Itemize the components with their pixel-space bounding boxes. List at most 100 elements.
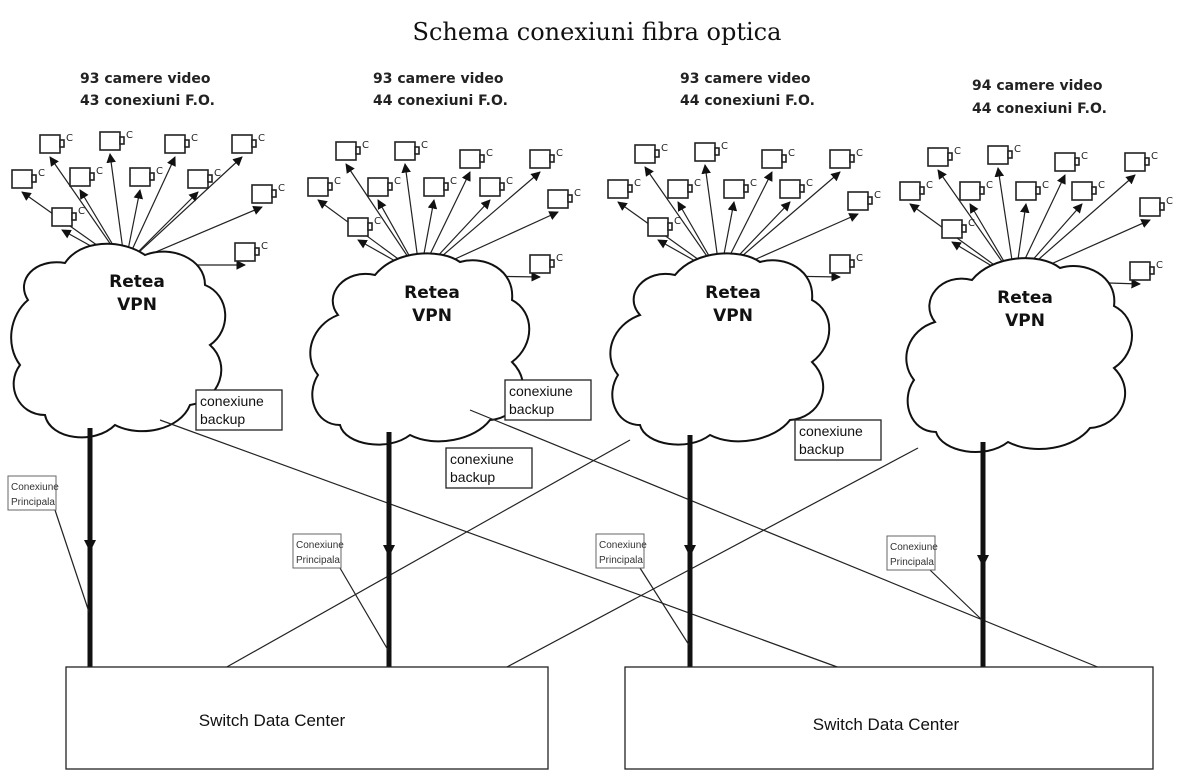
camera-letter: C xyxy=(261,241,268,252)
cloud-label-line2: VPN xyxy=(1005,311,1045,331)
camera-letter: C xyxy=(506,176,513,187)
camera-letter: C xyxy=(721,141,728,152)
group-1-header: 93 camere video 43 conexiuni F.O. xyxy=(80,71,215,109)
backup-link-3 xyxy=(224,439,631,669)
main-link-arrow-icon xyxy=(684,545,696,557)
group-4-header: 94 camere video 44 conexiuni F.O. xyxy=(972,78,1107,117)
svg-text:Conexiune: Conexiune xyxy=(11,482,59,493)
cloud-icon xyxy=(10,242,227,439)
video-camera-icon: C xyxy=(234,241,268,262)
video-camera-icon: C xyxy=(1054,151,1088,172)
principal-leader-4 xyxy=(929,569,983,621)
cloud-icon xyxy=(905,257,1133,454)
camera-letter: C xyxy=(574,188,581,199)
video-camera-icon: C xyxy=(829,253,863,274)
cloud-label-line2: VPN xyxy=(412,306,452,326)
camera-letter: C xyxy=(362,140,369,151)
video-camera-icon: C xyxy=(251,183,285,204)
cloud-label-line1: Retea xyxy=(404,283,460,303)
switch-data-center-right: Switch Data Center xyxy=(624,666,1154,770)
camera-letter: C xyxy=(634,178,641,189)
camera-link-1-3 xyxy=(124,156,176,266)
main-link-arrow-icon xyxy=(84,540,96,552)
camera-letter: C xyxy=(66,133,73,144)
backup-label-3: conexiune backup xyxy=(445,447,533,489)
video-camera-icon: C xyxy=(1139,196,1173,217)
camera-letter: C xyxy=(394,176,401,187)
video-camera-icon: C xyxy=(634,143,668,164)
video-camera-icon: C xyxy=(347,216,381,237)
camera-link-1-4 xyxy=(124,156,243,266)
svg-text:backup: backup xyxy=(200,411,245,427)
svg-text:Conexiune: Conexiune xyxy=(599,540,647,551)
camera-letter: C xyxy=(556,148,563,159)
svg-text:conexiune: conexiune xyxy=(200,393,264,409)
camera-letter: C xyxy=(1151,151,1158,162)
video-camera-icon: C xyxy=(99,130,133,151)
principal-label-2: Conexiune Principala xyxy=(292,533,344,569)
video-camera-icon: C xyxy=(39,133,73,154)
camera-letter: C xyxy=(674,216,681,227)
video-camera-icon: C xyxy=(459,148,493,169)
group-2-header: 93 camere video 44 conexiuni F.O. xyxy=(373,71,508,109)
camera-letter: C xyxy=(78,206,85,217)
camera-letter: C xyxy=(750,178,757,189)
video-camera-icon: C xyxy=(164,133,198,154)
video-camera-icon: C xyxy=(959,180,993,201)
camera-letter: C xyxy=(968,218,975,229)
video-camera-icon: C xyxy=(927,146,961,167)
cloud-label-line1: Retea xyxy=(109,272,165,292)
backup-label-1: conexiune backup xyxy=(195,389,283,431)
video-camera-icon: C xyxy=(647,216,681,237)
cloud-label-line1: Retea xyxy=(997,288,1053,308)
video-camera-icon: C xyxy=(335,140,369,161)
video-camera-icon: C xyxy=(479,176,513,197)
camera-letter: C xyxy=(556,253,563,264)
camera-letter: C xyxy=(1098,180,1105,191)
video-camera-icon: C xyxy=(367,176,401,197)
main-link-arrow-icon xyxy=(383,545,395,557)
camera-letter: C xyxy=(986,180,993,191)
camera-letter: C xyxy=(874,190,881,201)
video-camera-icon: C xyxy=(987,144,1021,165)
video-camera-icon: C xyxy=(187,168,221,189)
video-camera-icon: C xyxy=(829,148,863,169)
svg-text:Principala: Principala xyxy=(11,497,55,508)
camera-count: 93 camere video xyxy=(80,71,211,87)
camera-letter: C xyxy=(1081,151,1088,162)
group-3-header: 93 camere video 44 conexiuni F.O. xyxy=(680,71,815,109)
video-camera-icon: C xyxy=(129,166,163,187)
video-camera-icon: C xyxy=(1071,180,1105,201)
video-camera-icon: C xyxy=(529,148,563,169)
camera-letter: C xyxy=(38,168,45,179)
diagram-title: Schema conexiuni fibra optica xyxy=(413,18,782,46)
video-camera-icon: C xyxy=(11,168,45,189)
camera-letter: C xyxy=(954,146,961,157)
camera-count: 93 camere video xyxy=(680,71,811,87)
camera-letter: C xyxy=(806,178,813,189)
video-camera-icon: C xyxy=(723,178,757,199)
backup-link-1 xyxy=(159,419,841,669)
camera-letter: C xyxy=(1042,180,1049,191)
svg-text:Conexiune: Conexiune xyxy=(296,540,344,551)
video-camera-icon: C xyxy=(667,178,701,199)
backup-label-4: conexiune backup xyxy=(794,419,882,461)
camera-letter: C xyxy=(856,253,863,264)
video-camera-icon: C xyxy=(394,140,428,161)
camera-letter: C xyxy=(694,178,701,189)
svg-text:backup: backup xyxy=(799,441,844,457)
camera-letter: C xyxy=(486,148,493,159)
camera-letter: C xyxy=(421,140,428,151)
vpn-cloud-2: Retea VPN xyxy=(309,252,531,446)
camera-count: 94 camere video xyxy=(972,78,1103,94)
backup-link-4 xyxy=(504,447,919,669)
video-camera-icon: C xyxy=(231,133,265,154)
vpn-cloud-4: Retea VPN xyxy=(905,257,1133,454)
main-link-arrow-icon xyxy=(977,555,989,567)
camera-letter: C xyxy=(788,148,795,159)
video-camera-icon: C xyxy=(51,206,85,227)
video-camera-icon: C xyxy=(607,178,641,199)
video-camera-icon: C xyxy=(761,148,795,169)
svg-text:backup: backup xyxy=(509,401,554,417)
